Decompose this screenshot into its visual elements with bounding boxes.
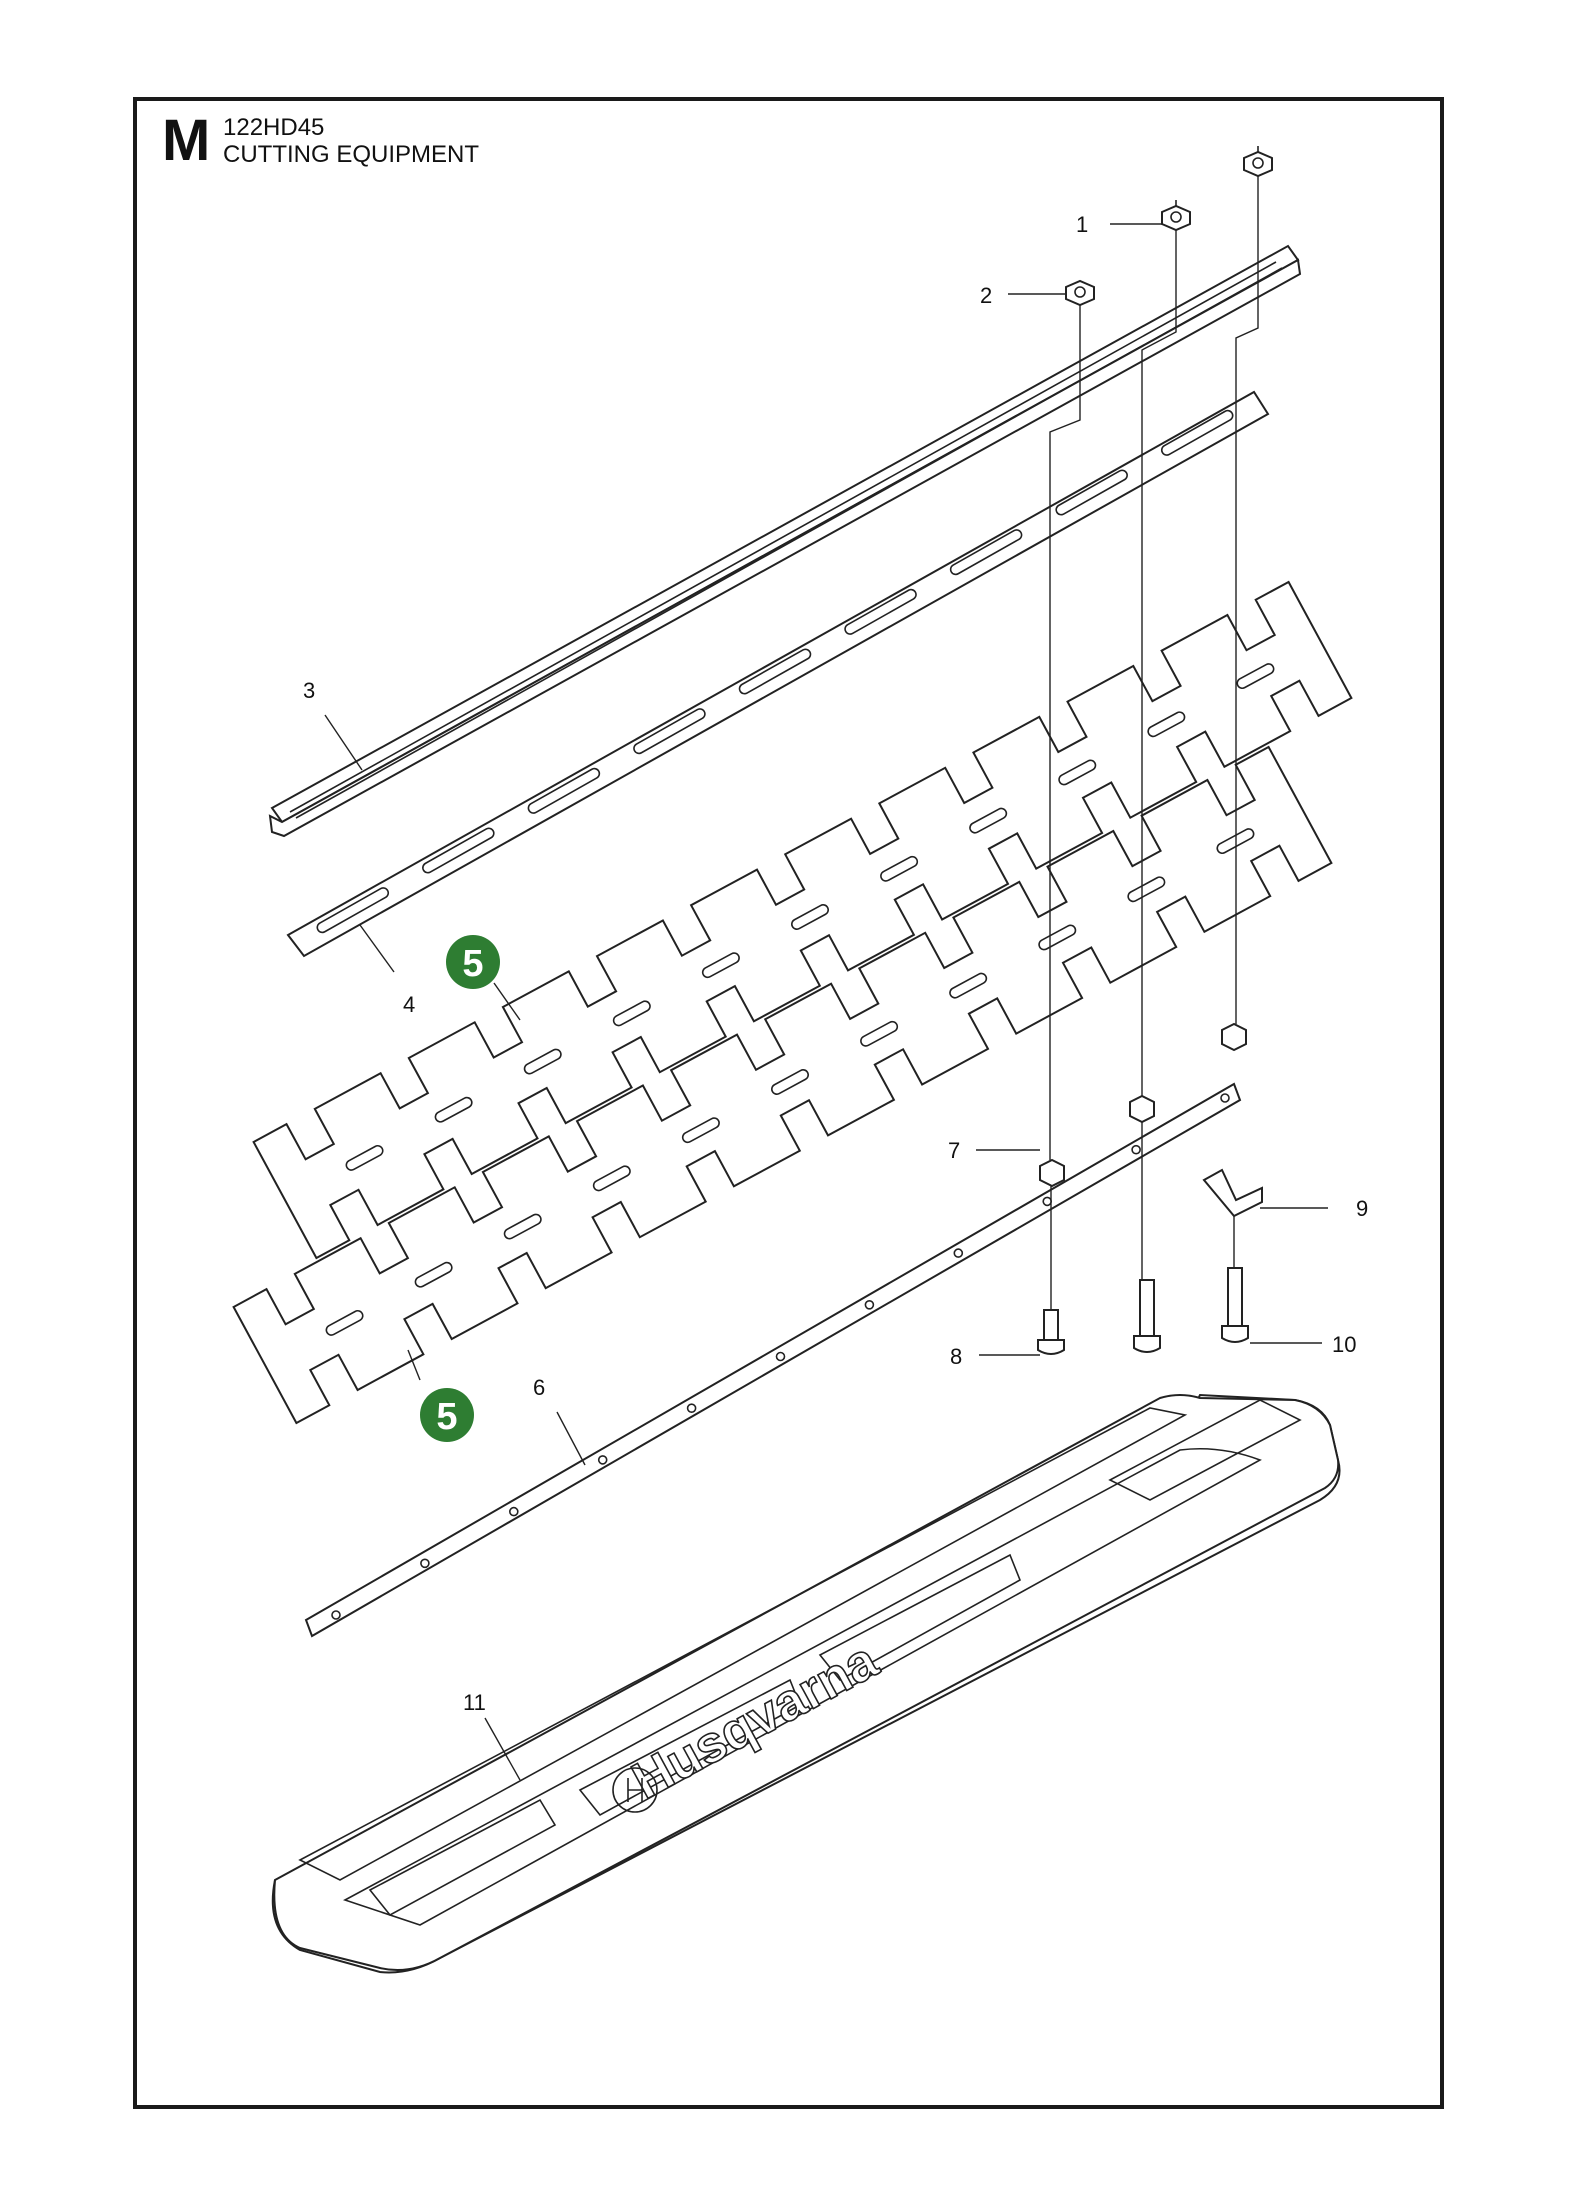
badge-5-lower: 5	[420, 1388, 474, 1442]
section-letter: M	[162, 108, 211, 173]
plate-slot	[1055, 469, 1128, 516]
bar-hole	[331, 1610, 341, 1620]
part-6-lower-bar	[304, 1082, 1242, 1638]
bar-hole	[953, 1248, 964, 1258]
plate-slot	[738, 648, 812, 695]
bar-hole	[508, 1506, 519, 1517]
plate-slot	[1160, 409, 1234, 456]
part-7-square-nut-c	[1221, 1022, 1247, 1052]
callouts: 1 2 3 4 6 7 8 9 10 11	[303, 212, 1368, 1715]
part-5-upper-blade	[252, 580, 1353, 1260]
callout-9: 9	[1356, 1196, 1368, 1221]
part-7-square-nut-b	[1129, 1094, 1155, 1124]
blade-slot	[345, 1144, 384, 1171]
badge-5-lower-label: 5	[436, 1396, 457, 1438]
callout-1: 1	[1076, 212, 1088, 237]
blade-slot	[325, 1309, 364, 1336]
leader-lines	[324, 223, 1328, 1781]
model-number: 122HD45	[223, 114, 325, 141]
blade-slot	[592, 1165, 631, 1192]
plate-slot	[422, 827, 495, 874]
blade-slot	[1058, 759, 1097, 786]
bar-hole	[775, 1351, 786, 1362]
bar-hole	[597, 1455, 608, 1465]
blade-slot	[612, 1000, 651, 1027]
blade-slot	[969, 807, 1008, 834]
callout-4: 4	[403, 992, 415, 1017]
blade-slot	[1236, 663, 1275, 690]
blade-slot	[681, 1117, 720, 1144]
page-frame	[133, 97, 1444, 2109]
part-2-hex-nut	[1065, 279, 1095, 307]
part-10-bolt-b	[1221, 1267, 1249, 1343]
blade-slot	[860, 1020, 899, 1047]
plate-slot	[844, 588, 917, 635]
part-5-lower-blade	[232, 745, 1333, 1425]
badge-5-upper-label: 5	[462, 943, 483, 985]
plate-slot	[949, 529, 1023, 576]
part-3-top-rail	[268, 244, 1302, 838]
plate-slot	[633, 708, 706, 755]
blade-slot	[434, 1096, 473, 1123]
blade-slot	[771, 1069, 809, 1095]
blade-slot	[701, 952, 740, 979]
bar-hole	[1220, 1093, 1230, 1103]
blade-slot	[1127, 876, 1166, 903]
part-10-bolt-a	[1133, 1279, 1161, 1353]
callout-2: 2	[980, 283, 992, 308]
part-4-support-plate	[286, 390, 1270, 958]
callout-3: 3	[303, 678, 315, 703]
callout-11: 11	[463, 1690, 486, 1715]
bar-hole	[420, 1558, 430, 1569]
badge-5-upper: 5	[446, 935, 500, 989]
top-flange-nut	[1243, 146, 1273, 178]
assembly-axis-lines	[1049, 176, 1259, 1310]
plate-slot	[316, 887, 390, 934]
blade-slot	[880, 855, 919, 882]
bar-hole	[686, 1403, 697, 1413]
callout-8: 8	[950, 1344, 962, 1369]
blade-slot	[523, 1048, 562, 1075]
part-7-square-nut-a	[1039, 1158, 1065, 1188]
part-11-blade-guard: Husqvarna	[271, 1393, 1341, 1974]
blade-slot	[949, 972, 988, 999]
part-8-bolt	[1037, 1309, 1065, 1355]
blade-slot	[1147, 711, 1186, 738]
part-9-clip	[1202, 1168, 1263, 1218]
bar-hole	[1042, 1196, 1052, 1207]
blade-slot	[791, 904, 829, 930]
part-1-flange-nut	[1161, 200, 1191, 232]
callout-6: 6	[533, 1375, 545, 1400]
bar-hole	[864, 1300, 875, 1310]
bar-hole	[1131, 1144, 1141, 1155]
callout-10: 10	[1332, 1332, 1356, 1357]
blade-slot	[414, 1261, 453, 1288]
section-title: CUTTING EQUIPMENT	[223, 141, 479, 168]
plate-slot	[527, 767, 601, 814]
blade-slot	[1038, 924, 1077, 951]
callout-7: 7	[948, 1138, 960, 1163]
blade-slot	[503, 1213, 542, 1240]
